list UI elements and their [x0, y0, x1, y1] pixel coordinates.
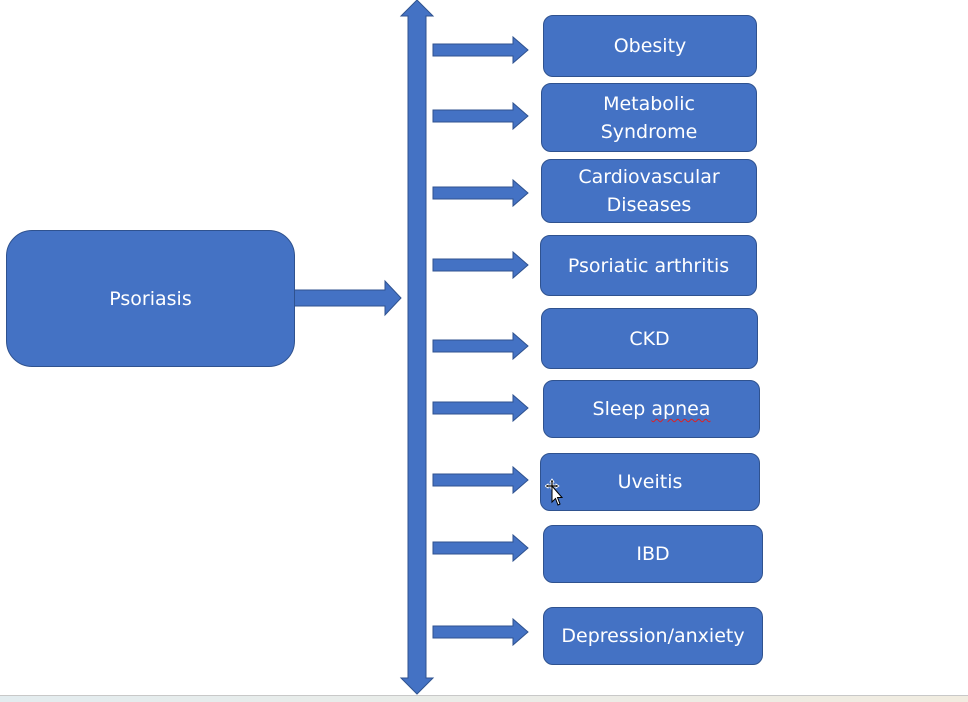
branch-arrow-3[interactable] — [432, 178, 529, 208]
target-ckd[interactable]: CKD — [541, 308, 758, 369]
vertical-double-arrow[interactable] — [399, 0, 435, 695]
branch-arrow-8[interactable] — [432, 533, 529, 563]
arrow-psoriasis-to-bus[interactable] — [293, 279, 402, 317]
target-cardiovascular-diseases[interactable]: Cardiovascular Diseases — [541, 159, 757, 223]
target-label: Sleep apnea — [593, 395, 711, 423]
target-ibd[interactable]: IBD — [543, 525, 763, 583]
branch-arrow-2[interactable] — [432, 101, 529, 131]
target-depression-anxiety[interactable]: Depression/anxiety — [543, 607, 763, 665]
target-label: Uveitis — [617, 471, 683, 493]
status-bar — [0, 695, 968, 702]
branch-arrow-9[interactable] — [432, 617, 529, 647]
branch-arrow-4[interactable] — [432, 250, 529, 280]
target-psoriatic-arthritis[interactable]: Psoriatic arthritis — [540, 235, 757, 296]
target-uveitis[interactable]: Uveitis — [540, 453, 760, 511]
psoriasis-label: Psoriasis — [109, 287, 192, 310]
branch-arrow-6[interactable] — [432, 393, 529, 423]
target-label-line1: Cardiovascular — [578, 166, 720, 188]
target-label: IBD — [636, 543, 670, 565]
target-sleep-apnea[interactable]: Sleep apnea — [543, 380, 760, 438]
target-label-line2: Diseases — [606, 194, 692, 216]
target-label: Depression/anxiety — [561, 625, 745, 647]
branch-arrow-7[interactable] — [432, 465, 529, 495]
target-label: Psoriatic arthritis — [567, 254, 730, 277]
branch-arrow-1[interactable] — [432, 35, 529, 65]
spellcheck-word[interactable]: apnea — [651, 398, 711, 420]
target-label: CKD — [629, 327, 670, 350]
target-label-prefix: Sleep — [592, 398, 652, 420]
target-label-line1: Metabolic — [603, 92, 695, 115]
target-label: Obesity — [613, 35, 687, 57]
target-label-line2: Syndrome — [600, 120, 698, 143]
target-obesity[interactable]: Obesity — [543, 15, 757, 77]
target-metabolic-syndrome[interactable]: Metabolic Syndrome — [541, 83, 757, 152]
branch-arrow-5[interactable] — [432, 331, 529, 361]
move-cursor-icon — [545, 478, 564, 506]
psoriasis-box[interactable]: Psoriasis — [6, 230, 295, 367]
